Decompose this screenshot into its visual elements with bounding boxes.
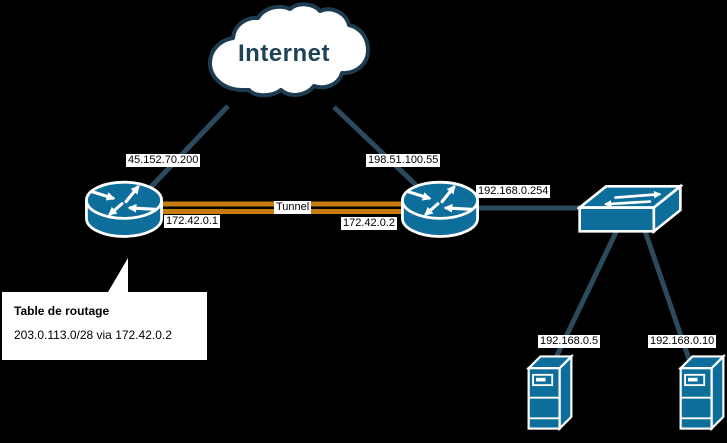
ip-label-server2: 192.168.0.10 xyxy=(648,335,717,348)
server1-icon xyxy=(525,353,575,432)
internet-label: Internet xyxy=(237,40,330,67)
link-internet-router2 xyxy=(332,105,418,187)
server2-icon xyxy=(677,353,727,432)
internet-cloud-icon xyxy=(208,2,370,98)
callout-text: 203.0.113.0/28 via 172.42.0.2 xyxy=(14,328,172,342)
ip-label-router1-wan: 45.152.70.200 xyxy=(126,154,201,167)
switch-icon xyxy=(577,183,683,234)
ip-label-router2-lan: 192.168.0.254 xyxy=(476,185,551,198)
router1-icon xyxy=(85,180,163,238)
ip-label-router2-tunnel: 172.42.0.2 xyxy=(341,217,397,230)
ip-label-server1: 192.168.0.5 xyxy=(538,335,601,348)
callout-pointer xyxy=(108,258,128,292)
ip-label-router2-wan: 198.51.100.55 xyxy=(366,154,441,167)
callout-title: Table de routage xyxy=(14,304,110,318)
ip-label-router1-tunnel: 172.42.0.1 xyxy=(164,215,220,228)
routing-table-callout: Table de routage 203.0.113.0/28 via 172.… xyxy=(2,292,207,360)
link-internet-router1 xyxy=(148,104,230,190)
tunnel-label: Tunnel xyxy=(274,201,312,214)
router2-icon xyxy=(401,180,479,238)
